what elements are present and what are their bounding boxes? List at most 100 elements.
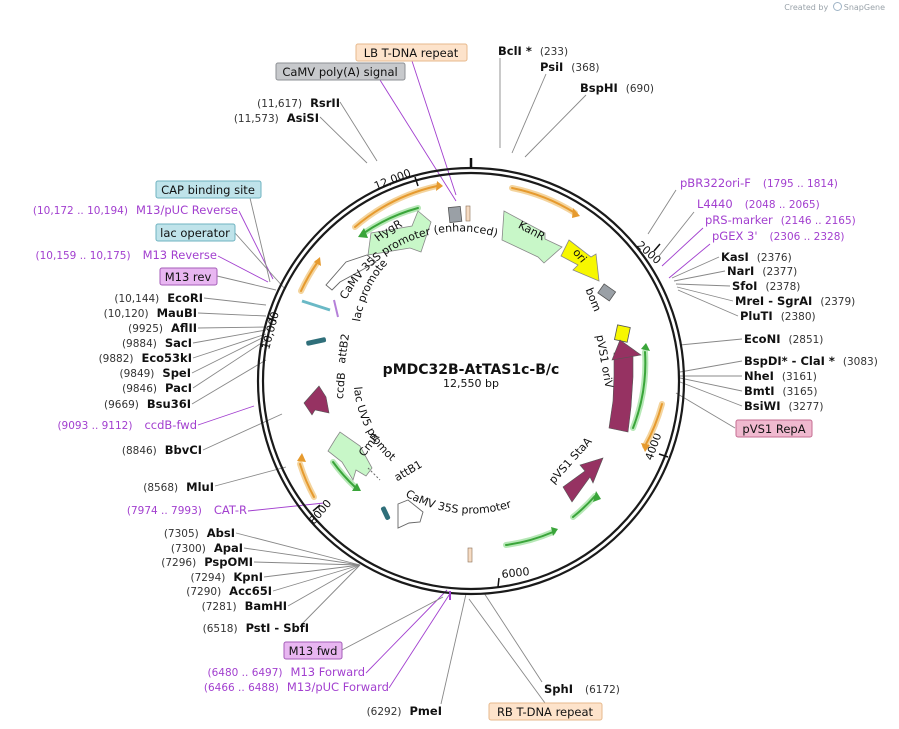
leader-line <box>203 297 267 306</box>
box-rb-tdna-repeat: RB T-DNA repeat <box>488 702 603 721</box>
backbone-inner-ring <box>261 171 681 591</box>
leader-line <box>647 189 677 235</box>
site-position: (2377) <box>762 266 797 278</box>
site-position: (9669) <box>104 399 139 411</box>
primer-name: M13 Forward <box>291 665 365 679</box>
site-nhei: NheI(3161) <box>744 369 817 383</box>
box-rb-tdna-repeat-bg <box>488 702 603 721</box>
site-acc65i: (7290)Acc65I <box>186 584 272 598</box>
leader-line <box>339 101 378 162</box>
leader-line <box>379 79 457 202</box>
leader-line <box>217 255 269 283</box>
leader-line <box>675 392 736 429</box>
pvs1-oriv-feature <box>613 324 631 343</box>
primer-name: pBR322ori-F <box>680 176 751 190</box>
primer-range: (7974 .. 7993) <box>127 505 202 517</box>
box-m13-rev: M13 rev <box>159 267 218 286</box>
site-position: (9882) <box>99 353 134 365</box>
site-maubi: (10,120)MauBI <box>104 306 197 320</box>
site-position: (6172) <box>585 684 620 696</box>
primer-range: (6480 .. 6497) <box>208 667 283 679</box>
leader-lines <box>191 58 743 705</box>
primer-range: (2048 .. 2065) <box>745 199 820 211</box>
primer-m13-forward: (6480 .. 6497) M13 Forward <box>208 665 365 679</box>
ccdb-label: ccdB <box>333 372 348 400</box>
site-position: (8846) <box>122 445 157 457</box>
leader-line <box>263 564 361 578</box>
site-position: (7281) <box>202 601 237 613</box>
watermark-brand: SnapGene <box>843 3 885 12</box>
tick-6000: 6000 <box>501 565 530 581</box>
site-position: (9925) <box>128 323 163 335</box>
box-cap-binding-site: CAP binding site <box>155 180 262 199</box>
box-m13-fwd-label: M13 fwd <box>289 644 338 658</box>
site-bmti: BmtI(3165) <box>744 384 817 398</box>
site-name: PluTI <box>740 309 773 323</box>
attb1-feature <box>380 506 391 520</box>
site-nari: NarI(2377) <box>727 264 797 278</box>
feature-boxes: LB T-DNA repeat CaMV poly(A) signal CAP … <box>155 43 813 721</box>
leader-line <box>524 94 587 158</box>
primer-name: ccdB-fwd <box>144 418 197 432</box>
green-arc-oriv-arrow-icon <box>641 343 650 351</box>
leader-line <box>319 116 368 164</box>
green-arc-oriv <box>632 351 647 429</box>
site-name: Bsu36I <box>147 397 191 411</box>
primer-name: M13/pUC Forward <box>287 680 389 694</box>
pvs1-repa-arrow-icon <box>611 339 642 361</box>
site-name: SphI <box>544 682 573 696</box>
site-position: (10,144) <box>114 293 159 305</box>
leader-line <box>192 339 267 389</box>
primer-l4440: L4440(2048 .. 2065) <box>697 197 820 211</box>
leader-line <box>468 598 546 704</box>
primer-pbr322ori-f: pBR322ori-F(1795 .. 1814) <box>680 176 838 190</box>
site-name: AflII <box>171 321 197 335</box>
site-name: PmeI <box>410 704 443 718</box>
green-arc-hygr-arrow-icon <box>358 228 368 238</box>
leader-line <box>679 338 743 346</box>
restriction-sites: BclI *(233) PsiI(368) BspHI(690) KasI(23… <box>99 44 878 718</box>
tick-4000-mark <box>658 453 669 458</box>
leader-line <box>679 377 743 392</box>
site-bamhi: (7281)BamHI <box>202 599 287 613</box>
site-name: BspHI <box>580 81 618 95</box>
leader-line <box>192 329 267 344</box>
site-name: AsiSI <box>287 111 319 125</box>
site-position: (11,617) <box>257 98 302 110</box>
primer-name: pGEX 3' <box>712 229 758 243</box>
leader-line <box>673 270 726 282</box>
site-apai: (7300)ApaI <box>171 541 243 555</box>
green-arc-staa-arrow-icon <box>593 491 601 502</box>
leader-line <box>197 312 267 317</box>
site-name: MauBI <box>157 306 197 320</box>
site-name: ApaI <box>214 541 243 555</box>
leader-line <box>679 381 743 407</box>
site-name: BsiWI <box>744 399 781 413</box>
leader-line <box>243 547 361 566</box>
orange-arc-hygr <box>354 185 438 228</box>
orange-arc-ccdb <box>300 262 318 292</box>
site-bsiwi: BsiWI(3277) <box>744 399 823 413</box>
snapgene-logo-icon <box>832 2 842 11</box>
attb1-label: attB1 <box>392 458 424 484</box>
site-bsphi: BspHI(690) <box>580 81 654 95</box>
orf-arcs <box>297 181 665 548</box>
site-position: (9849) <box>119 368 154 380</box>
leader-line <box>238 210 274 280</box>
site-pluti: PluTI(2380) <box>740 309 816 323</box>
box-m13-rev-label: M13 rev <box>165 270 212 284</box>
pvs1-repa-feature <box>608 349 634 433</box>
leader-line <box>300 564 361 626</box>
leader-line <box>214 466 287 487</box>
box-camv-polya-label: CaMV poly(A) signal <box>282 65 397 79</box>
site-bbvci: (8846)BbvCI <box>122 443 202 457</box>
site-name: SpeI <box>162 366 191 380</box>
site-position: (7290) <box>186 586 221 598</box>
orange-arc-kanr-halo <box>509 185 578 216</box>
site-sphi: SphI (6172) <box>544 682 620 696</box>
site-name: BspDI* - ClaI * <box>744 354 835 368</box>
site-psii: PsiI(368) <box>540 60 600 74</box>
box-camv-polya: CaMV poly(A) signal <box>275 62 406 81</box>
site-pmei: (6292)PmeI <box>367 704 442 718</box>
